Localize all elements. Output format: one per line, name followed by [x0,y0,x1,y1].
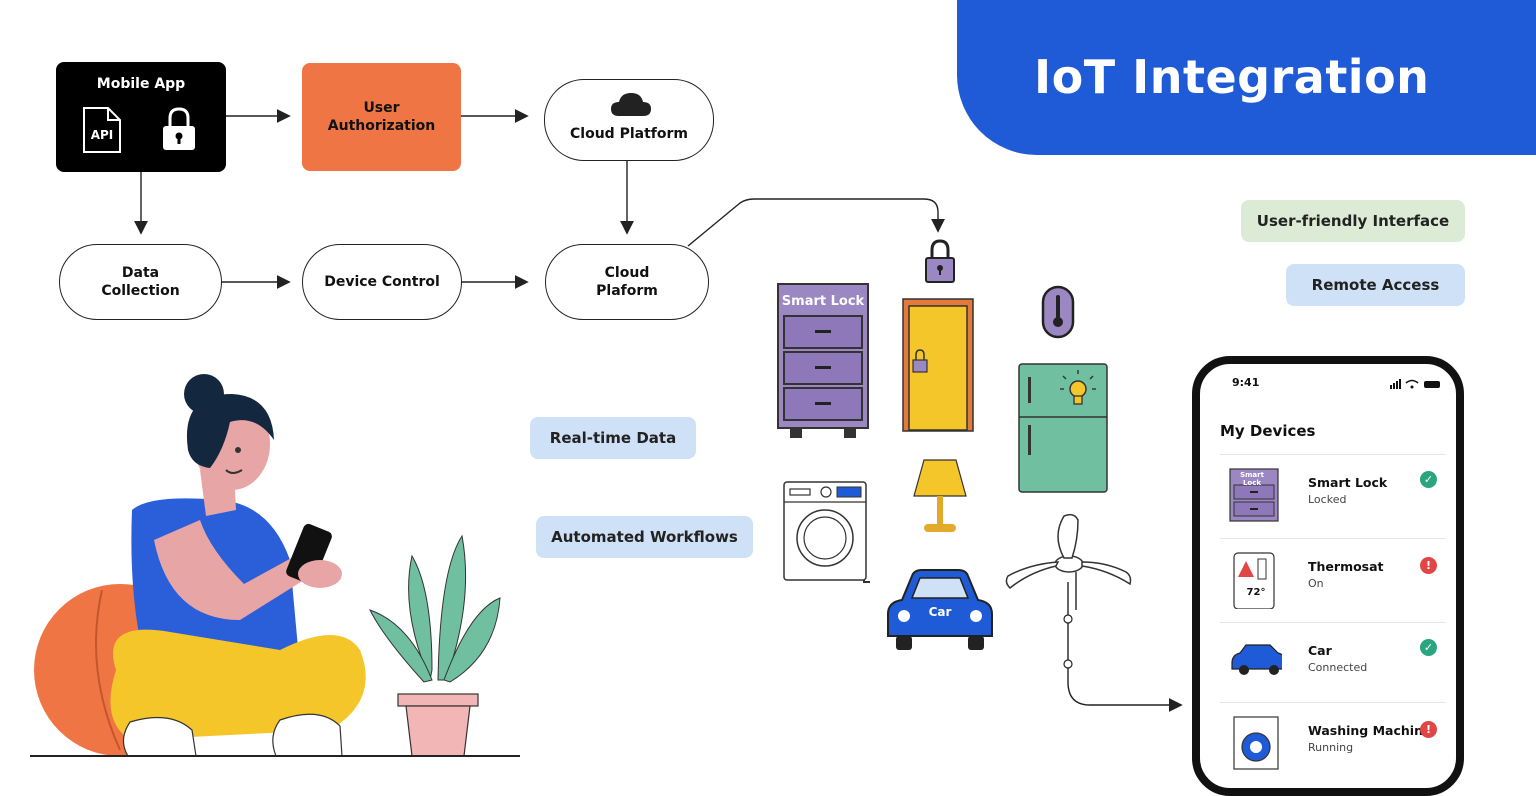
mobile-app-node: Mobile App API [56,62,226,172]
thermostat-row-icon-text: 72° [1246,587,1266,598]
device-row-washing-machine[interactable]: Washing Machine Running ! [1220,702,1446,785]
lock-icon [163,107,195,150]
car-icon [887,569,993,650]
ceiling-fan-icon [1005,513,1132,610]
car-label: Car [928,605,952,619]
device-name: Smart Lock [1308,475,1388,490]
api-document-icon [83,107,121,153]
smart-lock-row-icon-text: Smart Lock [1240,471,1264,487]
thermostat-row-icon [1233,552,1275,609]
cloud-icon [611,93,651,116]
cloud-platform-label: Cloud Platform [570,126,688,142]
device-control-node: Device Control [302,244,462,320]
api-label: API [90,128,114,142]
device-row-car[interactable]: Car Connected ✓ [1220,622,1446,705]
device-name: Thermosat [1308,559,1384,574]
alert-icon: ! [1420,721,1437,738]
data-collection-node: Data Collection [59,244,222,320]
cloud-plaform-node: Cloud Plaform [545,244,709,320]
check-icon: ✓ [1420,639,1437,656]
cloud-platform-node: Cloud Platform [544,79,714,161]
title-banner [957,0,1536,155]
connector-lines [134,109,1183,712]
status-bar-time: 9:41 [1232,376,1260,389]
device-name: Car [1308,643,1332,658]
device-status: Connected [1308,661,1368,674]
thermometer-icon [1041,285,1075,339]
device-status: On [1308,577,1324,590]
fridge-icon [1018,363,1108,493]
user-authorization-node: User Authorization [302,63,461,171]
washing-machine-row-icon [1233,716,1279,770]
mobile-app-label: Mobile App [96,76,186,92]
phone-heading: My Devices [1220,422,1316,440]
device-name: Washing Machine [1308,723,1432,738]
tag-automated-workflows: Automated Workflows [536,516,753,558]
status-bar-icons [1390,379,1440,389]
lamp-icon [913,459,967,532]
phone-mockup: 9:41 My Devices Smart Lock Smart Lock Lo… [1192,356,1464,796]
tag-realtime-data: Real-time Data [530,417,696,459]
tag-remote-access: Remote Access [1286,264,1465,306]
smart-lock-cabinet-icon [777,283,869,438]
page-title: IoT Integration [1034,50,1430,104]
device-row-thermosat[interactable]: 72° Thermosat On ! [1220,538,1446,621]
device-status: Running [1308,741,1354,754]
check-icon: ✓ [1420,471,1437,488]
smart-lock-label: Smart Lock [781,294,865,309]
car-row-icon [1231,644,1282,675]
alert-icon: ! [1420,557,1437,574]
arrow-cloud-to-devices [687,198,945,247]
padlock-icon [925,239,955,283]
person-illustration [30,374,520,757]
tag-user-friendly-interface: User-friendly Interface [1241,200,1465,242]
washing-machine-icon [783,481,870,583]
smart-lock-row-icon [1229,468,1279,522]
door-icon [902,298,974,432]
device-status: Locked [1308,493,1347,506]
device-row-smart-lock[interactable]: Smart Lock Smart Lock Locked ✓ [1220,454,1446,537]
arrow-devices-to-phone [1067,582,1183,712]
